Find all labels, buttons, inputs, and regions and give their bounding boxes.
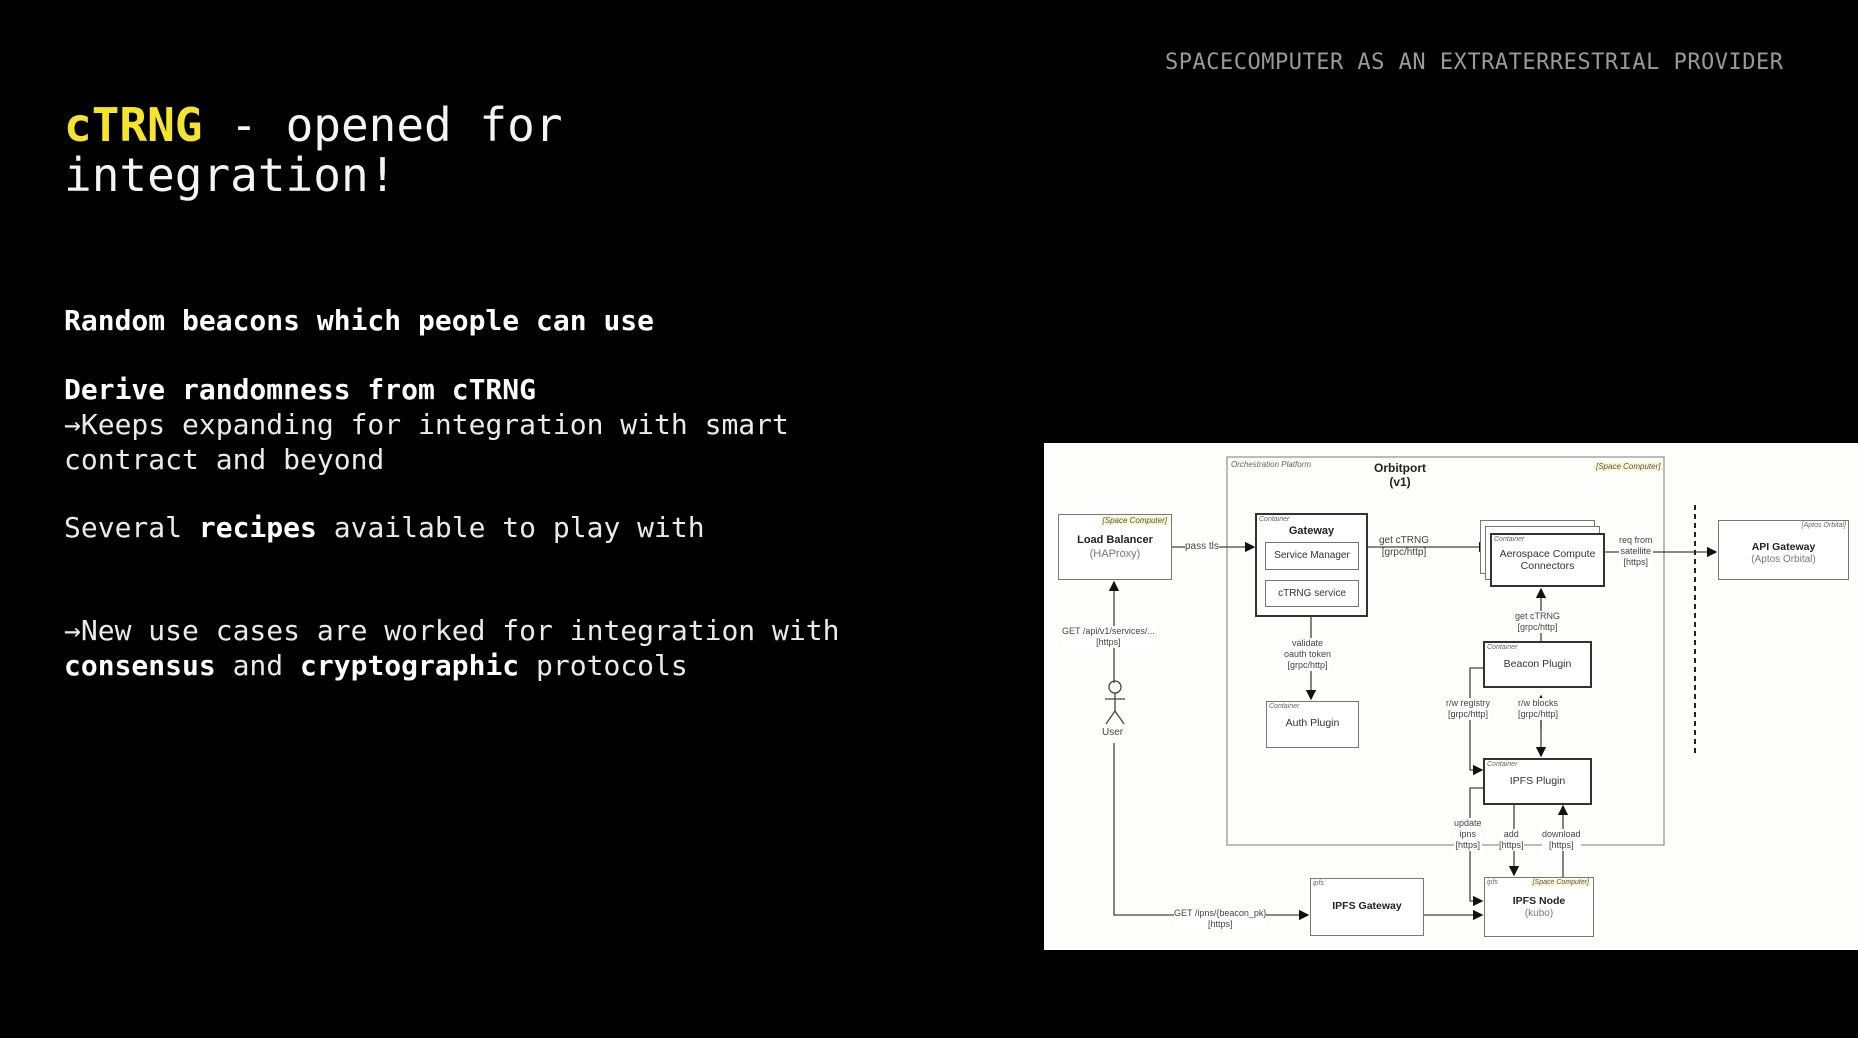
arrow-right-icon: → <box>64 614 81 647</box>
edge-pass-tls: pass tls <box>1185 541 1219 553</box>
beacon-plugin-box: Container Beacon Plugin <box>1483 641 1592 688</box>
recipes-line: Several recipes available to play with <box>64 511 705 544</box>
orchestration-owner-tag: [Space Computer] <box>1594 462 1663 471</box>
keeps-line-2: contract and beyond <box>64 443 385 476</box>
orchestration-platform-tag: Orchestration Platform <box>1231 460 1312 469</box>
ipfs-node-box: ipfs [Space Computer] IPFS Node (kubo) <box>1484 877 1594 937</box>
load-balancer-box: [Space Computer] Load Balancer (HAProxy) <box>1058 514 1172 580</box>
gateway-box: Container Gateway Service Manager cTRNG … <box>1255 513 1368 617</box>
edge-get-api-services: GET /api/v1/services/...[https] <box>1062 626 1155 648</box>
slide-title: cTRNG - opened for integration! <box>64 100 563 200</box>
keeps-line-1: →Keeps expanding for integration with sm… <box>64 408 789 441</box>
new-uses-line-1: →New use cases are worked for integratio… <box>64 614 840 647</box>
recipes-bold: recipes <box>198 511 317 544</box>
edge-download: download[https] <box>1542 829 1581 851</box>
title-rest: - opened for <box>202 98 563 152</box>
title-line2: integration! <box>64 148 397 202</box>
auth-plugin-box: Container Auth Plugin <box>1266 701 1359 748</box>
service-manager-box: Service Manager <box>1265 542 1359 570</box>
ipfs-gateway-box: ipfs IPFS Gateway <box>1310 878 1424 936</box>
ipfs-plugin-box: Container IPFS Plugin <box>1483 758 1592 805</box>
random-beacons-line: Random beacons which people can use <box>64 304 655 337</box>
edge-get-ctrng-beacon: get cTRNG[grpc/http] <box>1515 611 1561 633</box>
section-header: SPACECOMPUTER AS AN EXTRATERRESTRIAL PRO… <box>1165 50 1784 75</box>
user-actor-icon <box>1105 680 1125 725</box>
edge-add: add[https] <box>1499 829 1524 851</box>
user-label: User <box>1102 727 1124 738</box>
orbitport-title: Orbitport(v1) <box>1374 461 1426 489</box>
edge-get-ipns: GET /ipns/{beacon_pk}[https] <box>1174 908 1267 930</box>
edge-get-ctrng-gateway: get cTRNG[grpc/http] <box>1379 535 1430 558</box>
ctrng-service-box: cTRNG service <box>1265 580 1359 607</box>
derive-heading: Derive randomness from cTRNG <box>64 373 537 406</box>
edge-rw-registry: r/w registry[grpc/http] <box>1446 698 1491 720</box>
arrow-right-icon: → <box>64 408 81 441</box>
diagram-connectors <box>1105 456 1718 921</box>
title-highlight: cTRNG <box>64 98 203 152</box>
new-uses-line-2: consensus and cryptographic protocols <box>64 649 688 682</box>
architecture-diagram: Orchestration Platform Orbitport(v1) [Sp… <box>1044 443 1858 950</box>
edge-rw-blocks: r/w blocks[grpc/http] <box>1518 698 1559 720</box>
api-gateway-box: [Aptos Orbital] API Gateway (Aptos Orbit… <box>1718 520 1849 580</box>
